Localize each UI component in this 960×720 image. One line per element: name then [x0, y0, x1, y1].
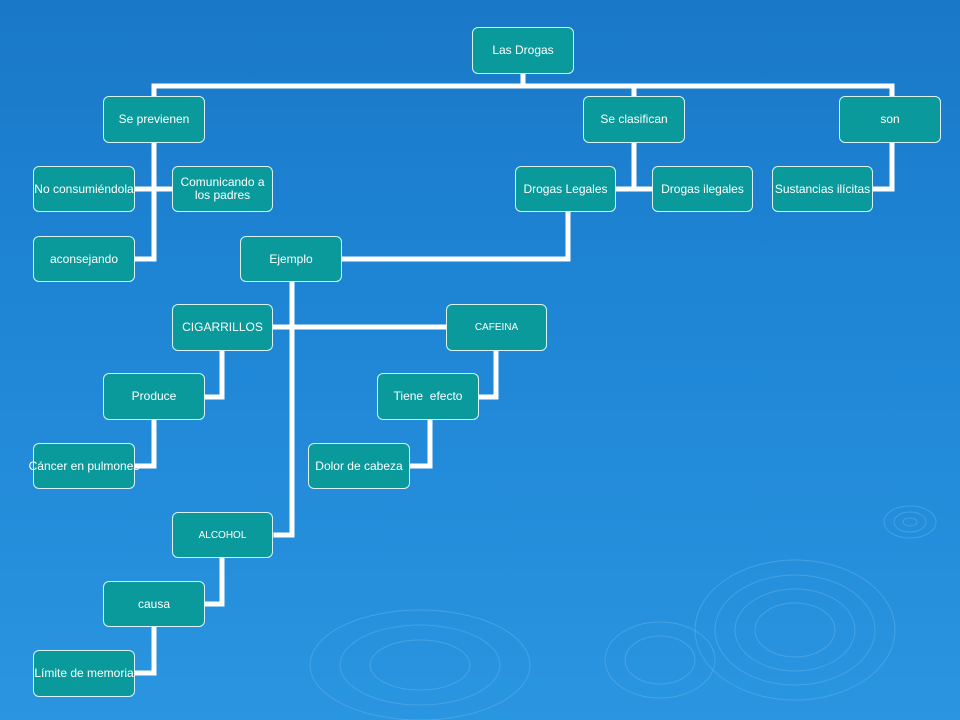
node-no-consumiendola[interactable]: No consumiéndola — [33, 166, 135, 212]
node-se-previenen[interactable]: Se previenen — [103, 96, 205, 143]
node-son[interactable]: son — [839, 96, 941, 143]
node-comunicando-padres[interactable]: Comunicando a los padres — [172, 166, 273, 212]
node-alcohol[interactable]: ALCOHOL — [172, 512, 273, 558]
node-cancer-pulmones[interactable]: Cáncer en pulmones — [29, 443, 139, 489]
node-limite-memoria[interactable]: Límite de memoria — [33, 650, 135, 697]
node-aconsejando[interactable]: aconsejando — [33, 236, 135, 282]
node-ejemplo[interactable]: Ejemplo — [240, 236, 342, 282]
node-produce[interactable]: Produce — [103, 373, 205, 420]
node-las-drogas[interactable]: Las Drogas — [472, 27, 574, 74]
ripple-decoration — [309, 505, 937, 720]
node-drogas-legales[interactable]: Drogas Legales — [515, 166, 616, 212]
node-cafeina[interactable]: CAFEINA — [446, 304, 547, 351]
node-cigarrillos[interactable]: CIGARRILLOS — [172, 304, 273, 351]
node-drogas-ilegales[interactable]: Drogas ilegales — [652, 166, 753, 212]
node-tiene-efecto[interactable]: Tiene efecto — [377, 373, 479, 420]
node-causa[interactable]: causa — [103, 581, 205, 627]
connector-lines — [131, 71, 895, 676]
node-sustancias-ilicitas[interactable]: Sustancias ilícitas — [772, 166, 873, 212]
node-dolor-cabeza[interactable]: Dolor de cabeza — [308, 443, 410, 489]
node-se-clasifican[interactable]: Se clasifican — [583, 96, 685, 143]
